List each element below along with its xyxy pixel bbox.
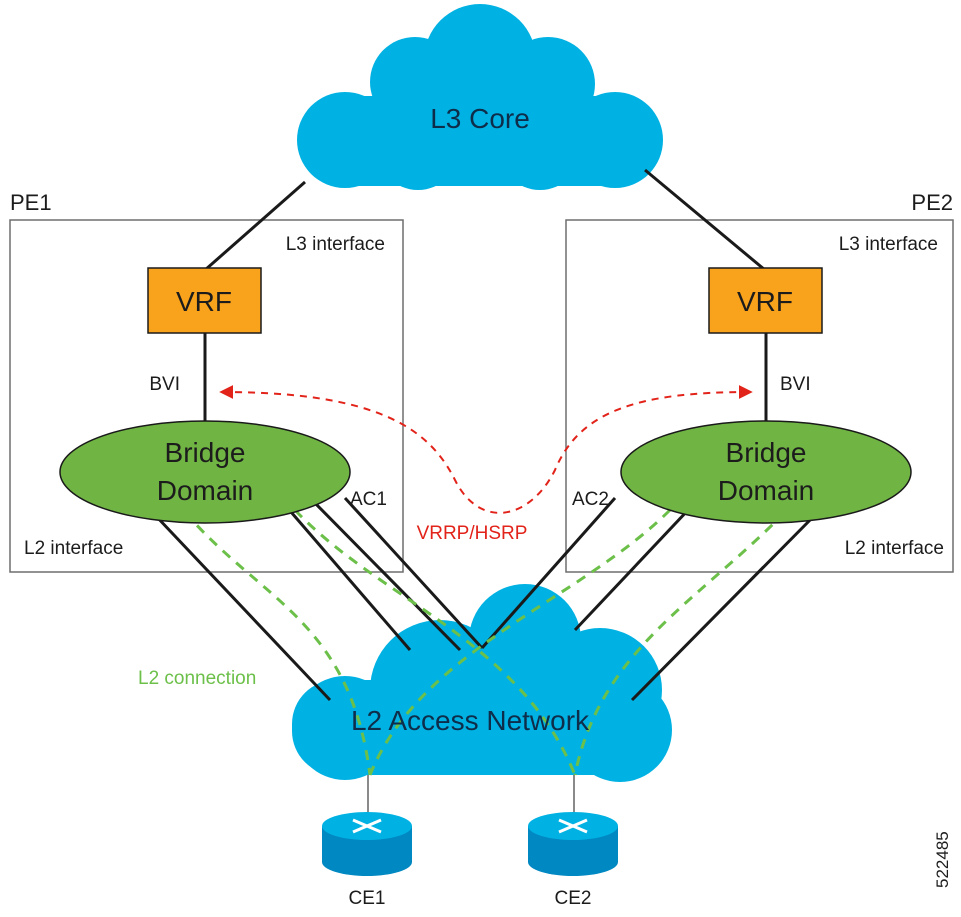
pe2-bridge-line1: Bridge bbox=[726, 437, 807, 468]
l2-access-label: L2 Access Network bbox=[351, 705, 590, 736]
pe2-ac-label: AC2 bbox=[572, 489, 609, 510]
pe2-bvi-label: BVI bbox=[780, 374, 811, 395]
ce2-router-icon bbox=[528, 812, 618, 876]
pe1-name: PE1 bbox=[10, 190, 52, 215]
l3-core-cloud bbox=[297, 4, 663, 190]
pe2-vrf-label: VRF bbox=[737, 286, 793, 317]
vrrp-hsrp-label: VRRP/HSRP bbox=[417, 523, 528, 544]
ce1-label: CE1 bbox=[349, 888, 386, 909]
pe1-bridge-domain bbox=[59, 420, 351, 524]
pe1-bridge-line1: Bridge bbox=[165, 437, 246, 468]
pe1-ac-label: AC1 bbox=[350, 489, 387, 510]
pe1-vrf-box bbox=[147, 267, 262, 334]
pe2-l2-interface-label: L2 interface bbox=[845, 538, 944, 559]
pe2-vrf-box bbox=[708, 267, 823, 334]
pe1-l3-link bbox=[204, 180, 306, 272]
l3-core-label: L3 Core bbox=[430, 103, 530, 134]
pe1-bvi-label: BVI bbox=[149, 374, 180, 395]
pe2-l3-interface-label: L3 interface bbox=[839, 234, 938, 255]
ce2-label: CE2 bbox=[555, 888, 592, 909]
pe1-bridge-line2: Domain bbox=[157, 475, 253, 506]
pe1-vrf-label: VRF bbox=[176, 286, 232, 317]
pe1-l2-interface-label: L2 interface bbox=[24, 538, 123, 559]
l2-access-cloud bbox=[292, 584, 672, 782]
l2-connection-paths bbox=[183, 508, 787, 776]
ce1-router-icon bbox=[322, 812, 412, 876]
pe2-bridge-domain bbox=[620, 420, 912, 524]
l2-connection-label: L2 connection bbox=[138, 668, 256, 689]
pe1-l3-interface-label: L3 interface bbox=[286, 234, 385, 255]
pe2-bridge-line2: Domain bbox=[718, 475, 814, 506]
pe2-name: PE2 bbox=[911, 190, 953, 215]
figure-id: 522485 bbox=[933, 831, 952, 888]
l2-links bbox=[153, 496, 817, 702]
pe2-l3-link bbox=[644, 168, 766, 272]
vrrp-hsrp-arrow bbox=[219, 385, 753, 514]
